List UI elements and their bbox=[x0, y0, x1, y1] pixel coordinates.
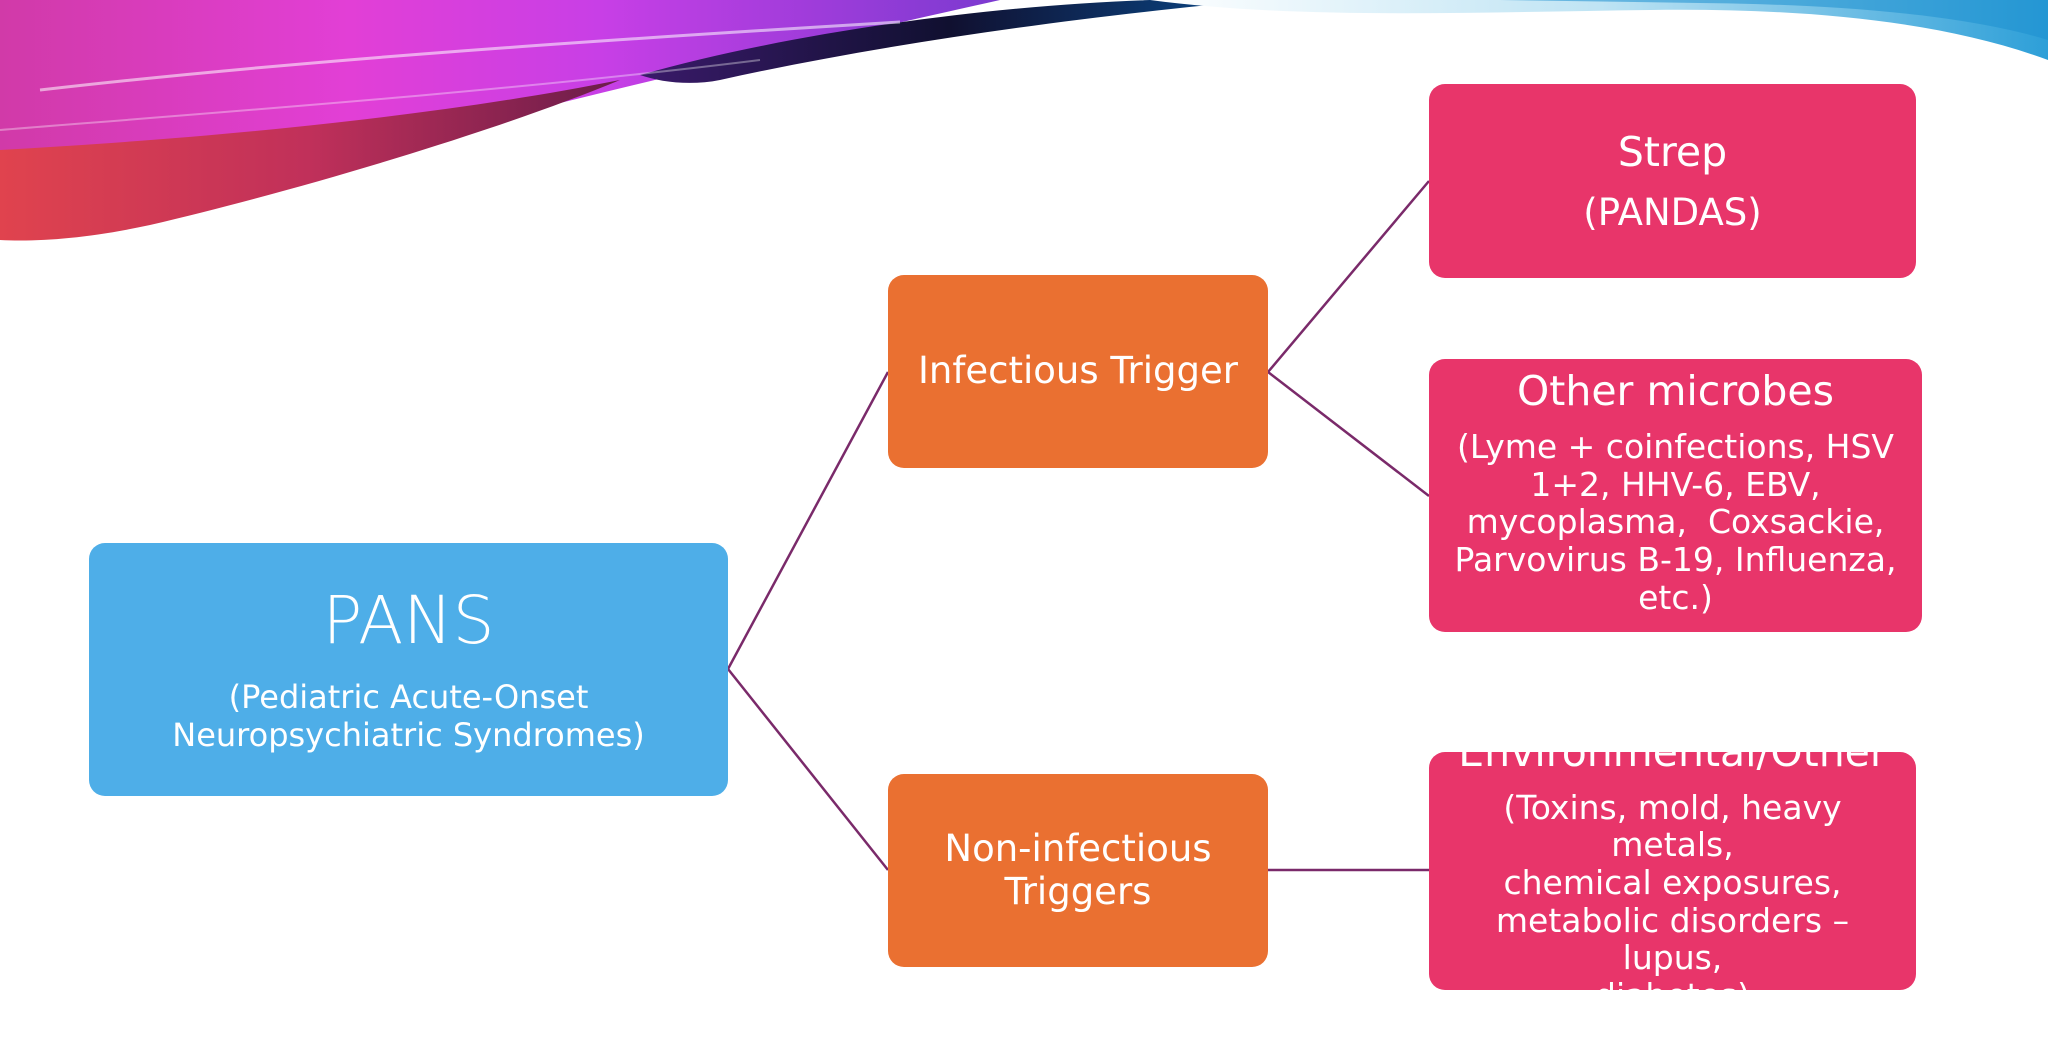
node-environmental-line2: chemical exposures, bbox=[1503, 862, 1842, 902]
node-pans: PANS (Pediatric Acute-Onset Neuropsychia… bbox=[89, 543, 728, 796]
decorative-banner bbox=[0, 0, 2048, 241]
connector-infectious-microbes bbox=[1267, 371, 1430, 497]
node-environmental-line4: diabetes) bbox=[1595, 975, 1750, 1015]
node-noninfectious-line2: Triggers bbox=[1004, 869, 1152, 913]
node-microbes-title: Other microbes bbox=[1517, 367, 1834, 415]
node-pans-subtitle: (Pediatric Acute-Onset Neuropsychiatric … bbox=[172, 678, 645, 754]
node-infectious-trigger: Infectious Trigger bbox=[888, 275, 1268, 468]
node-infectious-trigger-label: Infectious Trigger bbox=[917, 349, 1238, 393]
connector-root-noninfectious bbox=[727, 668, 889, 871]
node-environmental-details: (Toxins, mold, heavy metals, chemical ex… bbox=[1445, 787, 1900, 1015]
node-environmental-title: Environmental/Other bbox=[1458, 727, 1887, 776]
connector-infectious-strep bbox=[1267, 180, 1430, 373]
connector-root-infectious bbox=[726, 371, 890, 670]
node-microbes-line5: etc.) bbox=[1638, 577, 1713, 617]
node-microbes-line4: Parvovirus B-19, Influenza, bbox=[1454, 540, 1897, 580]
node-strep: Strep (PANDAS) bbox=[1429, 84, 1916, 278]
node-environmental-line1: (Toxins, mold, heavy metals, bbox=[1503, 787, 1842, 865]
node-noninfectious-line1: Non-infectious bbox=[944, 826, 1212, 870]
node-other-microbes: Other microbes (Lyme + coinfections, HSV… bbox=[1429, 359, 1922, 632]
node-pans-subtitle-line1: (Pediatric Acute-Onset bbox=[228, 678, 589, 717]
node-microbes-details: (Lyme + coinfections, HSV 1+2, HHV-6, EB… bbox=[1455, 428, 1897, 616]
node-strep-subtitle: (PANDAS) bbox=[1583, 190, 1762, 234]
node-microbes-line2: 1+2, HHV-6, EBV, bbox=[1530, 464, 1821, 504]
node-environmental-other: Environmental/Other (Toxins, mold, heavy… bbox=[1429, 728, 1916, 1014]
node-microbes-line1: (Lyme + coinfections, HSV bbox=[1456, 427, 1895, 467]
node-pans-subtitle-line2: Neuropsychiatric Syndromes) bbox=[172, 715, 645, 754]
node-pans-title: PANS bbox=[322, 581, 495, 659]
node-noninfectious-triggers: Non-infectious Triggers bbox=[888, 774, 1268, 967]
node-strep-title: Strep bbox=[1617, 128, 1728, 177]
node-environmental-line3: metabolic disorders – lupus, bbox=[1495, 900, 1850, 978]
node-microbes-line3: mycoplasma, Coxsackie, bbox=[1466, 502, 1885, 542]
